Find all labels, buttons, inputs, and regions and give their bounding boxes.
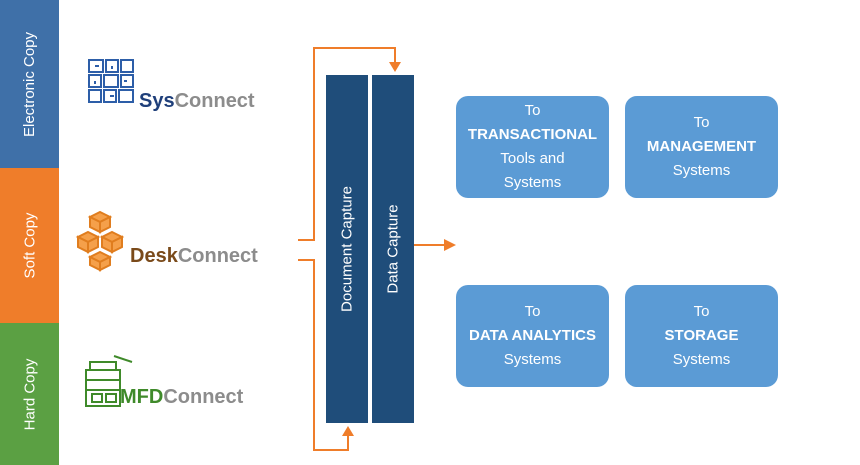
destination-storage: To STORAGE Systems xyxy=(625,285,778,387)
circuit-grid-icon xyxy=(88,59,134,103)
storage-title: STORAGE xyxy=(664,327,739,344)
analytics-line3: Systems xyxy=(503,351,562,368)
stacked-boxes-icon xyxy=(75,210,125,272)
management-title: MANAGEMENT xyxy=(646,138,757,155)
destination-data-analytics: To DATA ANALYTICS Systems xyxy=(456,285,609,387)
data-capture-label: Data Capture xyxy=(384,204,402,294)
arrowhead-down xyxy=(389,62,401,72)
desk-suffix: Connect xyxy=(177,245,258,267)
sysconnect-logo: SysConnect xyxy=(139,90,255,113)
destination-transactional: To TRANSACTIONAL Tools and Systems xyxy=(456,96,609,198)
destination-management: To MANAGEMENT Systems xyxy=(625,96,778,198)
printer-icon xyxy=(85,355,133,407)
desk-brand: Desk xyxy=(130,245,178,267)
sys-suffix: Connect xyxy=(174,90,255,112)
mfd-brand: MFD xyxy=(120,386,164,408)
arrowhead-up xyxy=(342,426,354,436)
band-hard-copy: Hard Copy xyxy=(0,323,59,465)
band-soft-copy: Soft Copy xyxy=(0,168,59,323)
deskconnect-logo: DeskConnect xyxy=(130,245,258,268)
analytics-to: To xyxy=(524,303,541,320)
document-capture-column: Document Capture xyxy=(326,75,368,423)
transactional-line3: Tools and xyxy=(500,150,565,167)
data-capture-column: Data Capture xyxy=(372,75,414,423)
sys-brand: Sys xyxy=(139,90,175,112)
arrow-top-to-data-capture xyxy=(298,47,396,241)
arrow-bottom-to-document-capture xyxy=(298,259,349,451)
management-to: To xyxy=(693,114,710,131)
document-capture-label: Document Capture xyxy=(338,186,356,312)
storage-to: To xyxy=(693,303,710,320)
storage-line3: Systems xyxy=(672,351,731,368)
transactional-to: To xyxy=(524,102,541,119)
arrowhead-right xyxy=(444,239,456,251)
analytics-title: DATA ANALYTICS xyxy=(469,327,596,344)
band-electronic-copy: Electronic Copy xyxy=(0,0,59,168)
transactional-title: TRANSACTIONAL xyxy=(467,126,598,143)
management-line3: Systems xyxy=(672,162,731,179)
mfdconnect-logo: MFDConnect xyxy=(120,386,243,409)
transactional-line4: Systems xyxy=(503,174,562,191)
mfd-suffix: Connect xyxy=(163,386,244,408)
